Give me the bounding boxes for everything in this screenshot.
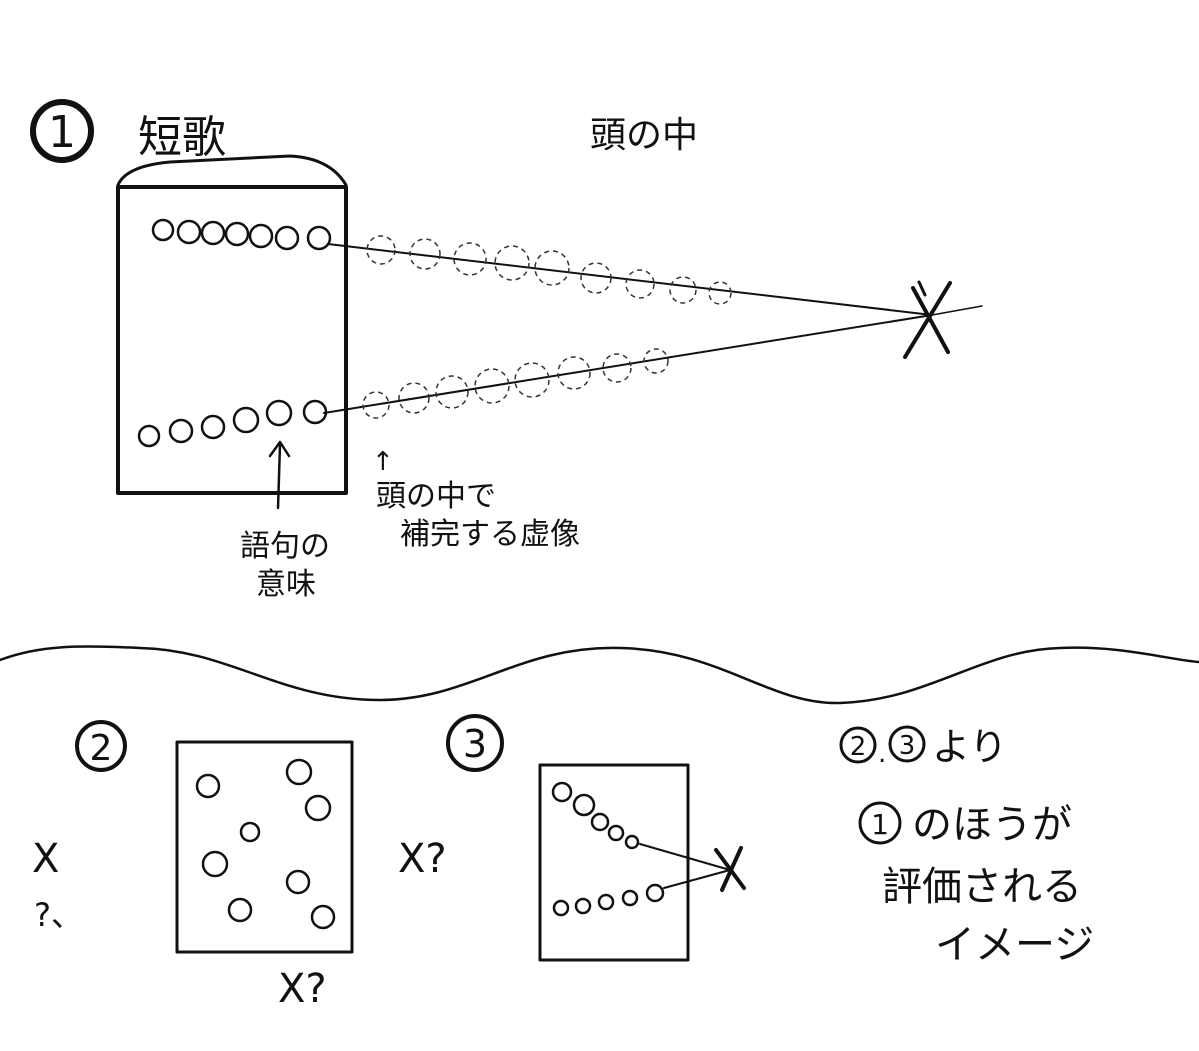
flat-word-row [552, 883, 665, 917]
tanka-box [116, 185, 348, 495]
tanka-bracket [116, 154, 348, 187]
conclusion-line-1: より [932, 725, 1007, 769]
wavy-divider [0, 645, 1199, 705]
conclusion-ref-2: 2 [850, 732, 867, 762]
lower-sight-line [323, 314, 933, 414]
conclusion-ref-3: 3 [899, 731, 916, 761]
panel-3: 3 [446, 714, 746, 962]
panel-1: 1 短歌 頭の中 [30, 99, 983, 602]
panel-2-bottom-mark: X? [278, 966, 327, 1012]
meaning-note-line-1: 語句の [240, 529, 330, 564]
focus-x-mark [903, 280, 952, 359]
panel-3-lower-line [663, 869, 731, 889]
conclusion-line-2: のほうが [912, 802, 1072, 848]
sight-line-extension [931, 305, 983, 316]
panel-3-box [538, 763, 690, 962]
panel-3-number-circle [446, 714, 504, 772]
meaning-note-line-2: 意味 [256, 567, 316, 602]
image-note-line-2: 補完する虚像 [400, 517, 580, 552]
panel-2-right-mark: X? [398, 836, 447, 882]
top-word-row [151, 218, 332, 251]
image-note-line-1: 頭の中で [376, 479, 496, 514]
lower-ghost-words [362, 348, 669, 419]
panel-1-number-circle [30, 99, 94, 163]
head-label: 頭の中 [590, 115, 698, 156]
bottom-word-row [137, 399, 328, 448]
upper-sight-line [327, 243, 933, 316]
conclusion-line-3: 評価される [882, 864, 1082, 910]
conclusion-ref-3-circle [888, 725, 926, 763]
conclusion-ref-1-circle [858, 801, 902, 845]
conclusion: 2 . 3 より 1 のほうが 評価される イメージ [839, 725, 1094, 968]
panel-2: 2 X ?、 X? X? [32, 720, 447, 1012]
panel-2-box [175, 740, 354, 954]
conclusion-ref-1: 1 [871, 808, 889, 841]
panel-3-number: 3 [463, 722, 487, 766]
conclusion-line-4: イメージ [935, 922, 1094, 968]
image-note-arrow: ↑ [372, 447, 394, 477]
panel-2-number: 2 [90, 728, 113, 769]
conclusion-ref-2-circle [839, 726, 877, 764]
panel-1-number: 1 [48, 107, 76, 158]
meaning-arrow [276, 443, 282, 510]
panel-2-left-question: ?、 [34, 896, 83, 934]
panel-3-upper-line [639, 843, 731, 871]
panel-2-left-mark: X [32, 836, 59, 882]
tanka-label: 短歌 [138, 112, 226, 163]
scattered-words [195, 758, 336, 930]
conclusion-sep: . [878, 739, 886, 769]
panel-3-focus-x [714, 846, 746, 892]
upper-ghost-words [366, 235, 732, 305]
diagonal-word-row [551, 781, 640, 850]
panel-2-number-circle [75, 720, 127, 772]
